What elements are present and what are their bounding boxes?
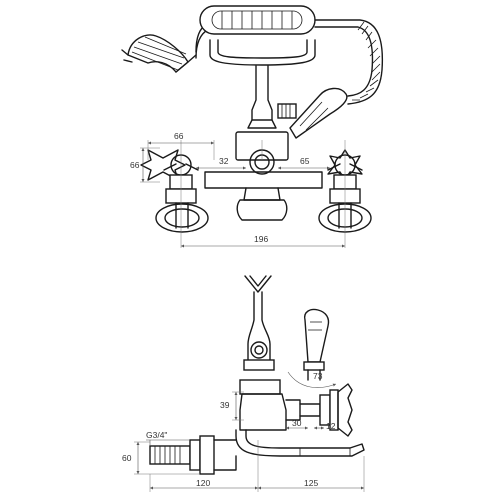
handset-grip: [199, 5, 316, 35]
dim-top-overall: 196: [181, 234, 345, 248]
dim-side-39: 39: [220, 391, 244, 421]
dim-label-120: 120: [196, 478, 210, 488]
dim-label-thread: G3/4": [146, 430, 167, 440]
coiled-hose: [314, 19, 384, 105]
side-cradle: [244, 275, 272, 293]
dim-label-73: 73: [313, 371, 323, 381]
main-body: [204, 131, 323, 221]
dim-top-left-height: 66: [130, 147, 160, 183]
dim-side-125: 125: [258, 456, 365, 492]
handset-cradle: [209, 39, 316, 66]
dim-label-60: 60: [122, 453, 132, 463]
side-pillar: [243, 291, 275, 371]
side-inlet-shank: [149, 435, 237, 475]
dim-side-30: 30: [286, 418, 308, 430]
front-elevation-view: 66 66 32 65 196: [121, 5, 384, 248]
side-diverter-lever: [303, 308, 330, 381]
side-body: [239, 379, 321, 431]
dim-label-32: 32: [219, 156, 229, 166]
dim-side-120: 120: [149, 440, 259, 492]
dim-side-60: 60: [122, 441, 200, 475]
dim-side-73: 73: [287, 371, 337, 388]
dim-label-125: 125: [304, 478, 318, 488]
dim-label-66-height: 66: [130, 160, 140, 170]
dim-top-right: 65: [278, 156, 330, 170]
dim-label-30: 30: [292, 418, 302, 428]
side-elevation-view: G3/4" 60 39 73 30 12: [122, 275, 365, 492]
dim-side-12: 12: [314, 421, 336, 431]
dim-top-center: 32: [196, 156, 246, 170]
left-cross-handle: [140, 149, 209, 233]
diverter-lever: [289, 87, 348, 139]
dim-top-left-width: 66: [147, 131, 215, 160]
side-spout: [235, 429, 365, 457]
dim-label-65: 65: [300, 156, 310, 166]
dim-label-39: 39: [220, 400, 230, 410]
shower-head: [121, 34, 197, 73]
central-pillar: [247, 65, 297, 129]
dim-label-66-width: 66: [174, 131, 184, 141]
dim-side-thread: G3/4": [146, 430, 190, 446]
side-cross-handle: [319, 383, 353, 437]
dim-label-196: 196: [254, 234, 268, 244]
dim-label-12: 12: [326, 421, 336, 431]
